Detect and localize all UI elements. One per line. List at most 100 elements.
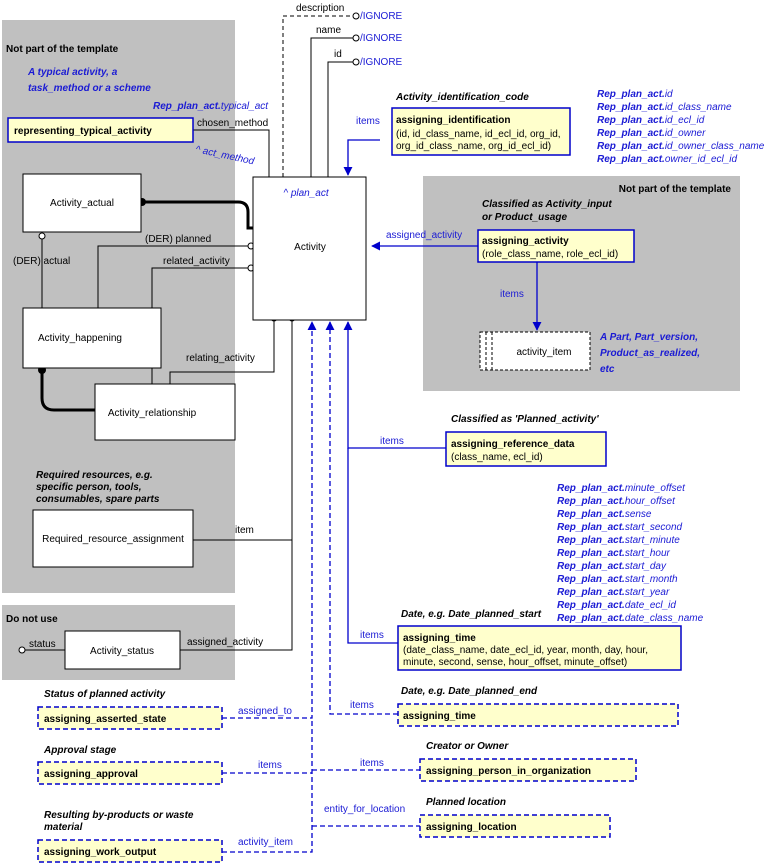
note-part-types-2: Product_as_realized, (600, 348, 700, 359)
identification-ref-3: Rep_plan_act.id_owner (597, 128, 706, 139)
items-relation-person: items (360, 758, 384, 769)
identification-ref-1: Rep_plan_act.id_class_name (597, 102, 732, 113)
assigning-person-in-organization-label: assigning_person_in_organization (426, 766, 591, 777)
work-output-link (222, 718, 313, 853)
representing-typical-activity-box[interactable] (7, 117, 194, 143)
assigning-person-in-organization-box[interactable] (419, 758, 637, 782)
assigning-identification-box[interactable] (391, 107, 571, 156)
assigning-activity-label: assigning_activity (482, 236, 569, 247)
note-required-resources-2: specific person, tools, (36, 482, 142, 493)
related-activity-relation: related_activity (163, 256, 230, 267)
assigning-time-start-box[interactable] (397, 625, 682, 671)
ref-typical-act: Rep_plan_act.typical_act (153, 101, 269, 112)
der-actual-relation: (DER) actual (13, 256, 70, 267)
time-ref-3: Rep_plan_act.start_second (557, 522, 683, 533)
name-line (310, 37, 354, 177)
assigning-identification-params-1: (id, id_class_name, id_ecl_id, org_id, (396, 129, 561, 140)
time-ref-7: Rep_plan_act.start_month (557, 574, 678, 585)
ignore-label-2: /IGNORE (360, 33, 403, 44)
activity-label: Activity (294, 242, 326, 253)
assigning-work-output-box[interactable] (37, 839, 223, 863)
template-excluded-region-left (2, 20, 235, 593)
item-relation: item (235, 525, 254, 536)
relating-activity-line (169, 320, 275, 384)
note-date-planned-start: Date, e.g. Date_planned_start (401, 609, 542, 620)
note-classified-activity-input-2: or Product_usage (482, 212, 567, 223)
assigning-reference-data-label: assigning_reference_data (451, 439, 575, 450)
assigning-approval-label: assigning_approval (44, 769, 138, 780)
note-part-types-3: etc (600, 364, 615, 375)
assigning-time-start-params-2: minute, second, sense, hour_offset, minu… (403, 657, 627, 668)
actual-end (38, 232, 46, 240)
assigning-activity-params: (role_class_name, role_ecl_id) (482, 249, 618, 260)
assigning-time-end-label: assigning_time (403, 711, 476, 722)
note-creator-owner: Creator or Owner (426, 741, 509, 752)
der-planned-line (97, 245, 249, 308)
activity-happening-label: Activity_happening (38, 333, 122, 344)
time-ref-10: Rep_plan_act.date_class_name (557, 613, 704, 624)
time-ref-list: Rep_plan_act.minute_offsetRep_plan_act.h… (557, 483, 704, 624)
required-resource-box[interactable] (32, 509, 194, 568)
ignore-label-1: /IGNORE (360, 11, 403, 22)
activity-item-label: activity_item (516, 347, 571, 358)
assigned-activity-blue-relation: assigned_activity (386, 230, 462, 241)
items-relation-identification: items (356, 116, 380, 127)
identification-ref-4: Rep_plan_act.id_owner_class_name (597, 141, 765, 152)
activity-relationship-box[interactable] (94, 383, 236, 441)
items-relation-approval: items (258, 760, 282, 771)
note-typical-activity-1: A typical activity, a (27, 67, 118, 78)
assigning-reference-data-box[interactable] (445, 431, 607, 467)
status-end (18, 646, 26, 654)
activity-item-box[interactable] (479, 331, 591, 371)
time-ref-9: Rep_plan_act.date_ecl_id (557, 600, 676, 611)
description-line (282, 15, 354, 177)
activity-status-box[interactable] (64, 630, 181, 670)
ignore-label-3: /IGNORE (360, 57, 403, 68)
der-planned-relation: (DER) planned (145, 234, 211, 245)
note-by-products-1: Resulting by-products or waste (44, 810, 194, 821)
relating-activity-relation: relating_activity (186, 353, 255, 364)
assigned-activity-line (180, 540, 293, 651)
note-required-resources-1: Required resources, e.g. (36, 470, 153, 481)
chosen-method-line (193, 129, 270, 177)
assigning-location-label: assigning_location (426, 822, 517, 833)
activity-status-label: Activity_status (90, 646, 154, 657)
assigning-time-start-label: assigning_time (403, 633, 476, 644)
time-ref-8: Rep_plan_act.start_year (557, 587, 670, 598)
time-ref-2: Rep_plan_act.sense (557, 509, 652, 520)
activity-item-relation: activity_item (238, 837, 293, 848)
activity-relationship-link (40, 370, 95, 412)
assigning-asserted-state-box[interactable] (37, 706, 223, 730)
assigning-work-output-label: assigning_work_output (44, 847, 157, 858)
activity-actual-box[interactable] (22, 173, 142, 233)
description-relation: description (296, 3, 344, 14)
representing-typical-activity-label: representing_typical_activity (14, 126, 152, 137)
id-relation: id (334, 49, 342, 60)
activity-actual-link (142, 200, 253, 230)
activity-actual-label: Activity_actual (50, 198, 114, 209)
region-title-right: Not part of the template (619, 184, 732, 195)
activity-box[interactable] (252, 176, 367, 321)
ignore-end-2 (352, 34, 360, 42)
asserted-state-arrow (222, 321, 317, 719)
identification-ref-5: Rep_plan_act.owner_id_ecl_id (597, 154, 738, 165)
time-ref-1: Rep_plan_act.hour_offset (557, 496, 676, 507)
items-relation-time-start: items (360, 630, 384, 641)
id-line (327, 61, 354, 177)
region-title-do-not-use: Do not use (6, 614, 58, 625)
time-ref-0: Rep_plan_act.minute_offset (557, 483, 686, 494)
assigning-time-end-box[interactable] (397, 703, 679, 727)
time-ref-4: Rep_plan_act.start_minute (557, 535, 680, 546)
note-activity-identification-code: Activity_identification_code (395, 92, 529, 103)
note-required-resources-3: consumables, spare parts (36, 494, 160, 505)
activity-happening-box[interactable] (22, 307, 162, 369)
status-relation: status (29, 639, 56, 650)
assigning-identification-label: assigning_identification (396, 115, 510, 126)
assigning-activity-box[interactable] (477, 229, 635, 263)
assigning-approval-box[interactable] (37, 761, 223, 785)
note-part-types-1: A Part, Part_version, (599, 332, 698, 343)
assigning-location-box[interactable] (419, 814, 611, 838)
assigning-asserted-state-label: assigning_asserted_state (44, 714, 167, 725)
